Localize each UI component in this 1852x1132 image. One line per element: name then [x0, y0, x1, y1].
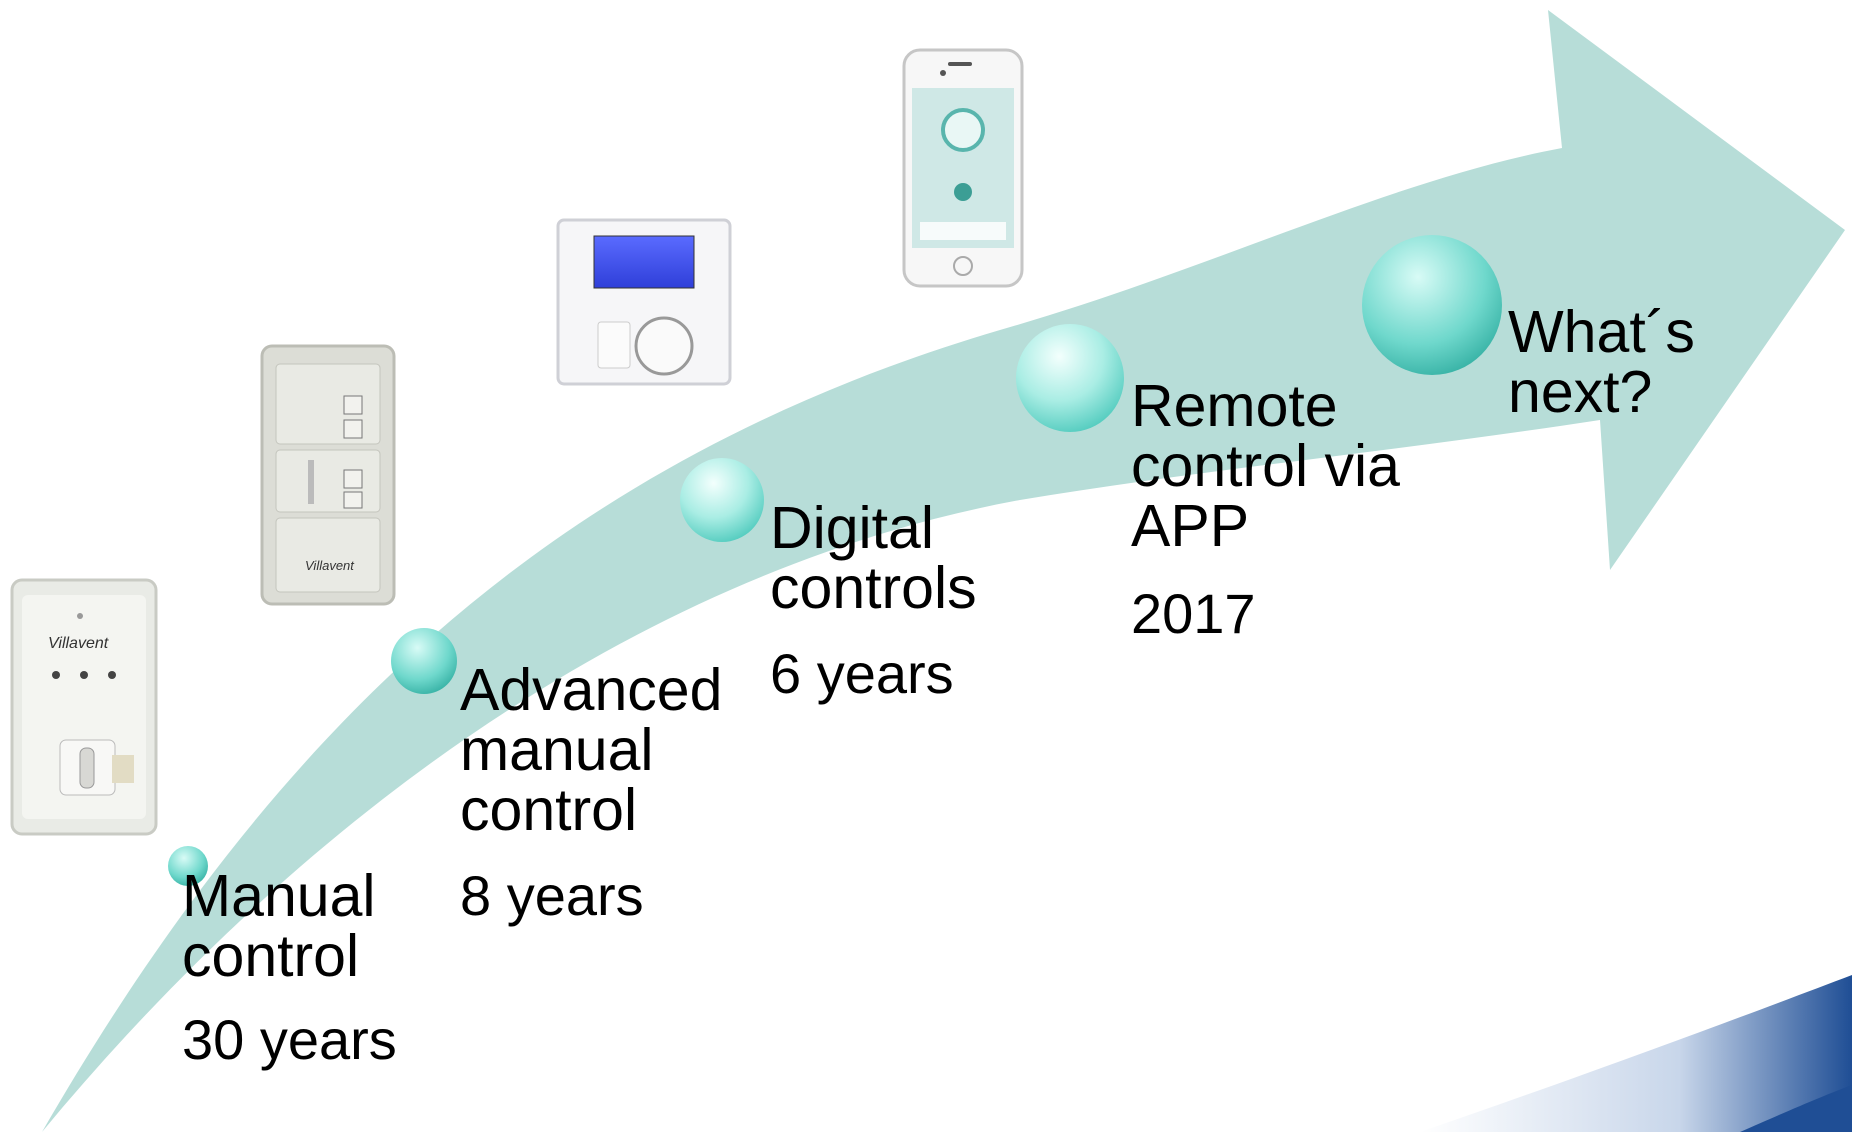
- milestone-digital-label: Digital controls: [770, 495, 977, 621]
- node-manual: [168, 846, 208, 886]
- digital-control-device-image: [556, 218, 732, 386]
- smartphone-app-device-image: [902, 48, 1024, 288]
- milestone-advanced-label: Advanced manual control: [460, 657, 723, 843]
- milestone-advanced-duration: 8 years: [460, 864, 644, 927]
- node-next: [1362, 235, 1502, 375]
- node-remote: [1016, 324, 1124, 432]
- milestone-remote-duration: 2017: [1131, 582, 1256, 645]
- advanced-device-logo: Villavent: [305, 558, 355, 573]
- milestone-remote-label: Remote control via APP: [1131, 373, 1400, 559]
- milestone-next-label: What´s next?: [1508, 299, 1695, 425]
- node-digital: [680, 458, 764, 542]
- manual-control-device-image: Villavent: [10, 578, 158, 836]
- corner-band-dark: [1740, 1085, 1852, 1132]
- manual-device-logo: Villavent: [48, 635, 109, 652]
- node-advanced: [391, 628, 457, 694]
- corner-band: [1420, 975, 1852, 1132]
- milestone-manual-duration: 30 years: [182, 1008, 397, 1071]
- advanced-manual-control-device-image: Villavent: [260, 344, 396, 606]
- milestone-manual-label: Manual control: [182, 863, 376, 989]
- milestone-digital-duration: 6 years: [770, 642, 954, 705]
